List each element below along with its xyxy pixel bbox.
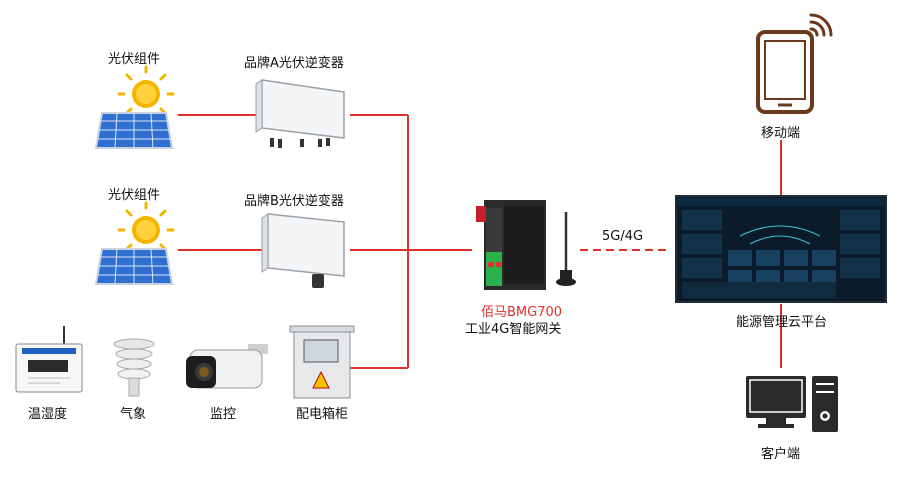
client-label: 客户端 [761,447,801,462]
inverter-b-label: 品牌B光伏逆变器 [244,194,344,209]
monitor-label: 监控 [210,407,237,422]
mobile-label: 移动端 [761,126,801,141]
distribution-cabinet-label: 配电箱柜 [296,407,349,422]
gateway-desc-label: 工业4G智能网关 [465,322,562,337]
weather-label: 气象 [120,407,147,422]
inverter-a-label: 品牌A光伏逆变器 [244,56,344,71]
platform-label: 能源管理云平台 [736,315,828,330]
temp-humidity-label: 温湿度 [28,407,68,422]
solar-a-label: 光伏组件 [108,52,161,67]
gateway-brand-label: 佰马BMG700 [481,305,563,320]
link-label: 5G/4G [602,229,644,244]
solar-b-label: 光伏组件 [108,188,161,203]
